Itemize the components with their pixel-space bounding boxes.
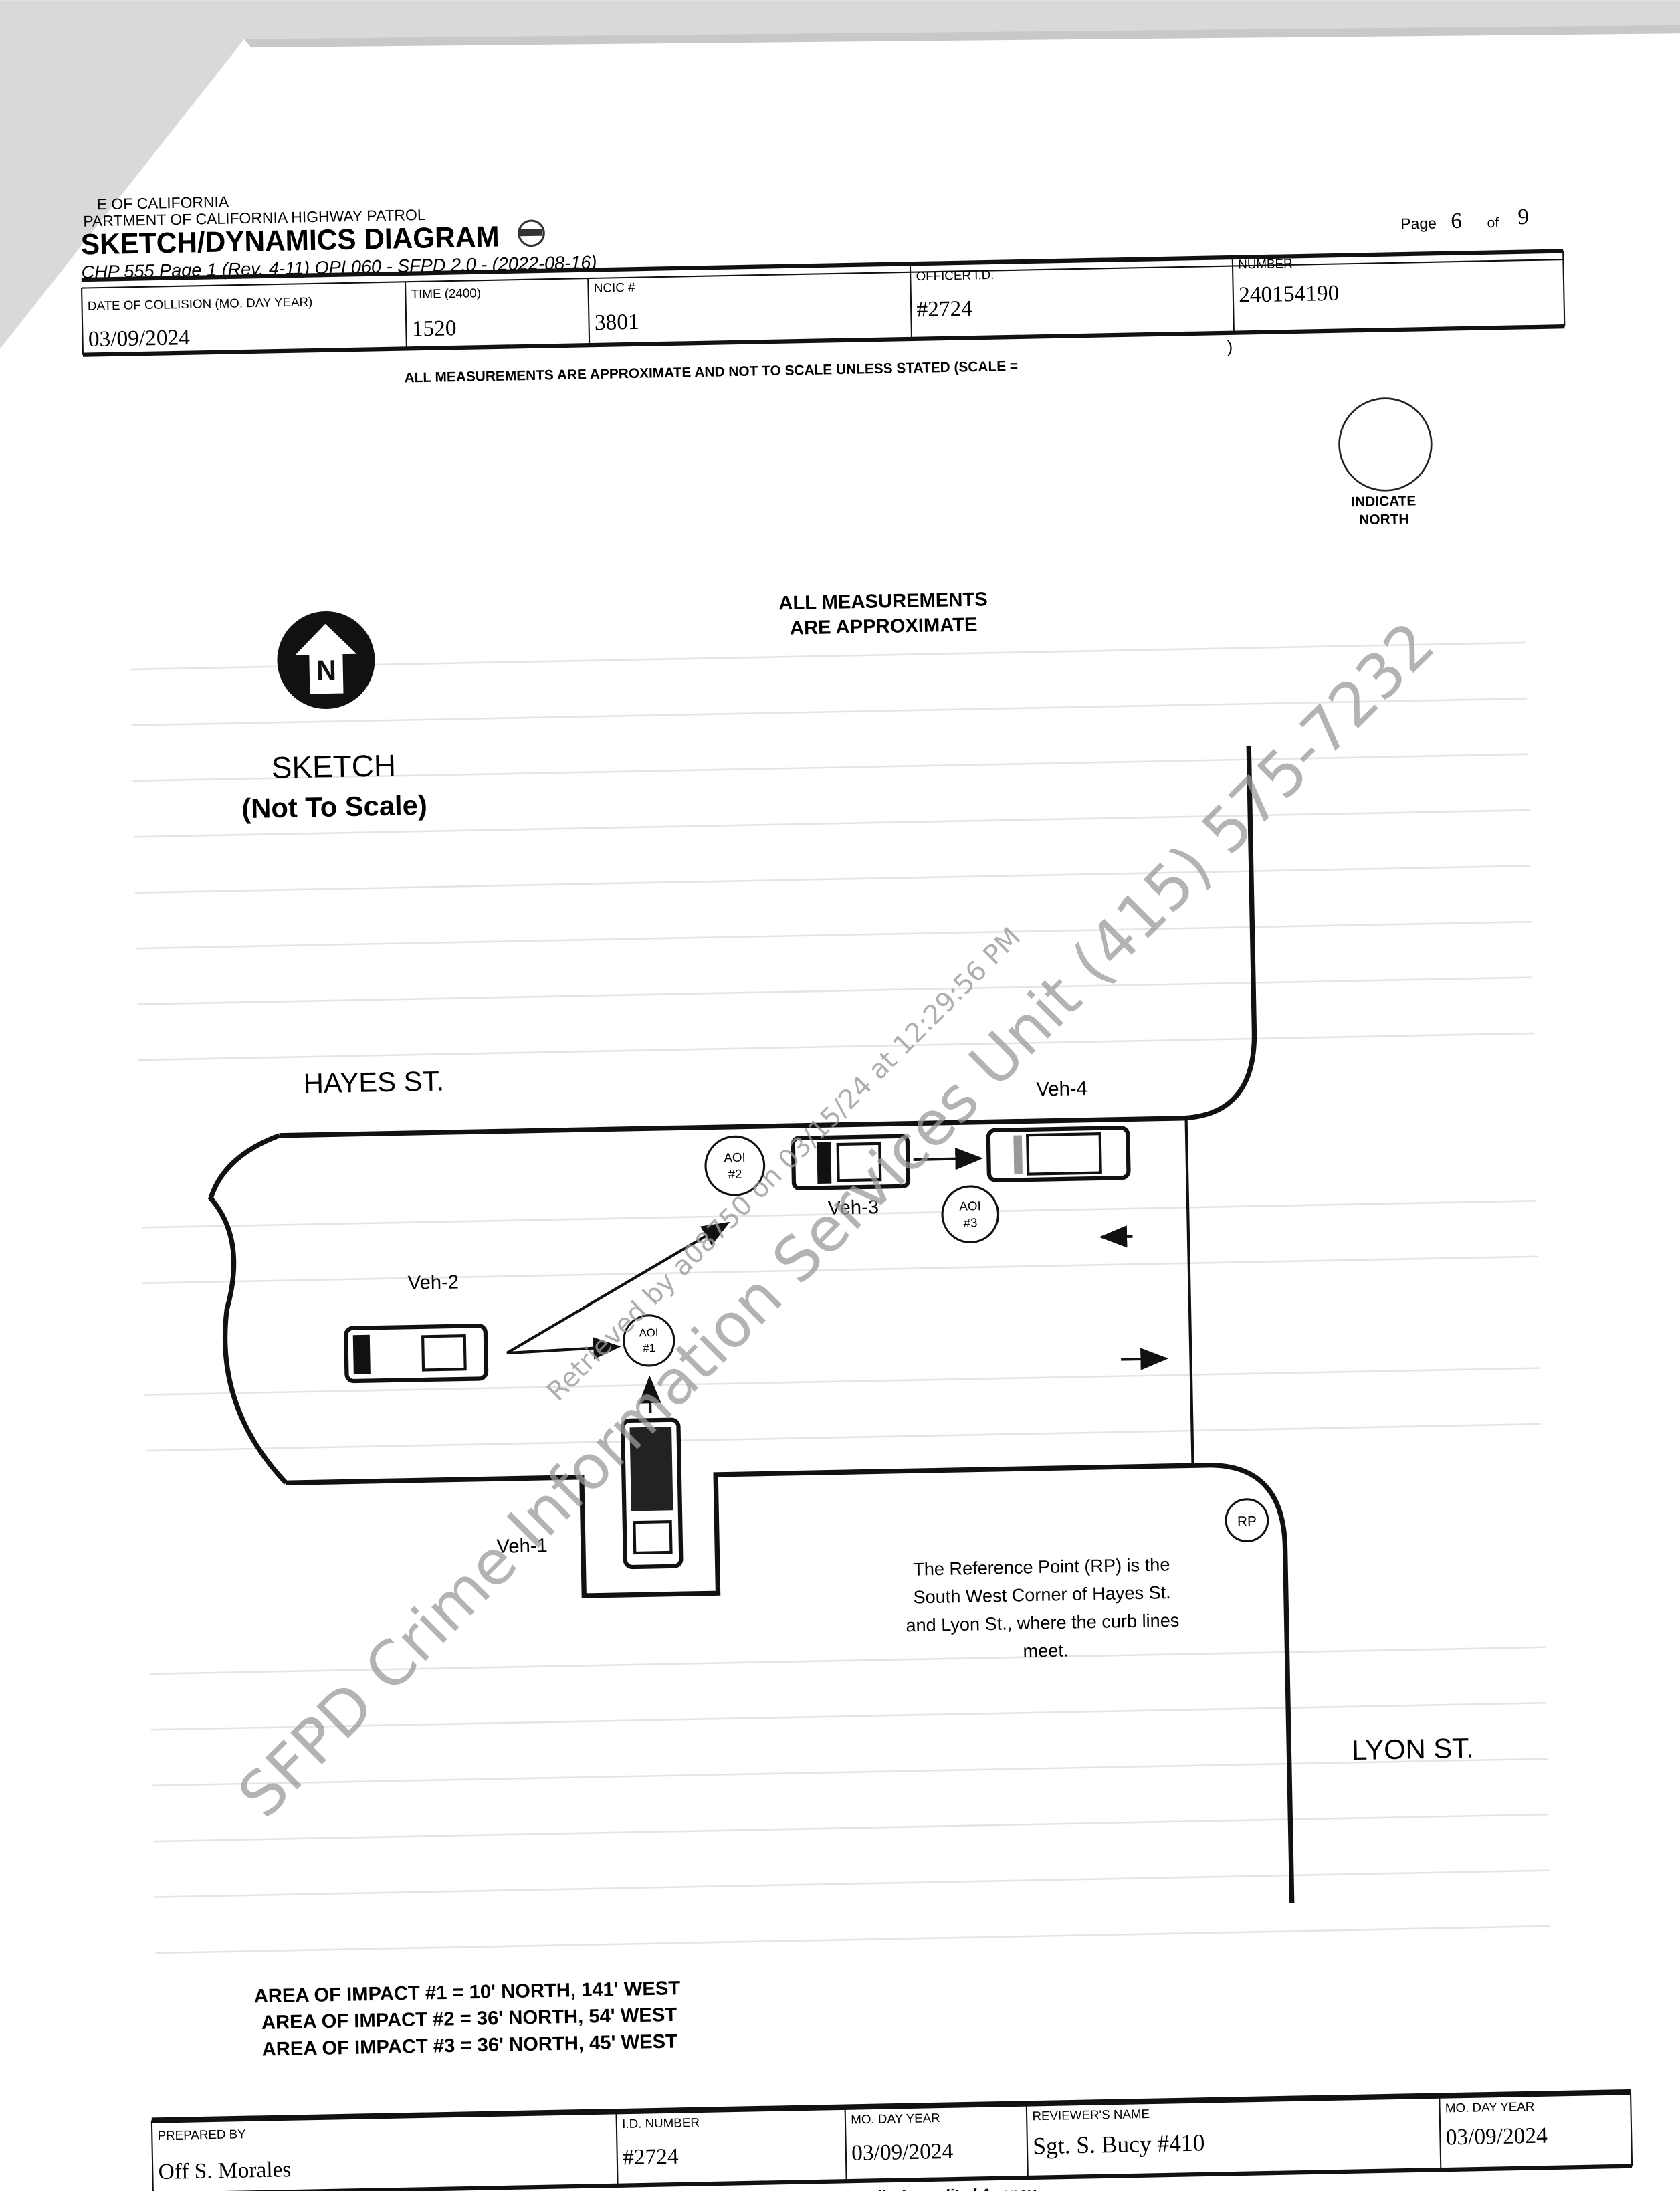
officer-value: #2724 — [916, 296, 972, 322]
svg-text:N: N — [316, 654, 336, 686]
agency-tagline: An Internationally Accredited Agency — [763, 2184, 1037, 2191]
svg-text:#2: #2 — [728, 1167, 742, 1181]
prepared-date-value: 03/09/2024 — [851, 2139, 954, 2166]
page-indicator: Page 6 of 9 — [1400, 205, 1529, 233]
ncic-label: NCIC # — [594, 280, 635, 295]
review-date-label: MO. DAY YEAR — [1445, 2099, 1535, 2115]
indicate-north-circle — [1338, 397, 1433, 492]
vehicle-3-label: Veh-3 — [827, 1196, 879, 1219]
svg-text:of: of — [1487, 215, 1499, 231]
svg-text:AOI: AOI — [724, 1150, 746, 1165]
vehicle-4 — [986, 1126, 1131, 1183]
bleed-through-lines — [130, 641, 1551, 1954]
reviewer-label: REVIEWER'S NAME — [1032, 2107, 1150, 2123]
svg-text:AOI: AOI — [959, 1198, 981, 1213]
svg-text:RP: RP — [1237, 1514, 1257, 1530]
reviewer-value: Sgt. S. Bucy #410 — [1033, 2129, 1205, 2159]
svg-text:Page: Page — [1400, 215, 1437, 233]
form-title: SKETCH/DYNAMICS DIAGRAM — [80, 221, 500, 262]
collision-info-table — [81, 249, 1566, 357]
prepared-by-value: Off S. Morales — [158, 2157, 291, 2184]
vehicle-1 — [620, 1417, 684, 1570]
vehicle-1-label: Veh-1 — [496, 1535, 548, 1557]
chp-seal-icon — [518, 219, 545, 247]
aoi-2-marker: AOI #2 — [704, 1135, 766, 1196]
vehicle-4-label: Veh-4 — [1036, 1078, 1087, 1100]
indicate-north-label: INDICATENORTH — [1351, 493, 1416, 528]
number-label: NUMBER — [1238, 256, 1293, 272]
vehicle-3 — [791, 1134, 911, 1190]
prepared-by-label: PREPARED BY — [157, 2127, 246, 2143]
folded-corner — [0, 0, 1680, 349]
id-number-value: #2724 — [623, 2144, 679, 2170]
street-label-lyon: LYON ST. — [1352, 1732, 1474, 1766]
svg-text:6: 6 — [1451, 209, 1462, 233]
svg-text:9: 9 — [1517, 205, 1529, 229]
travel-arrows — [506, 1147, 1169, 1413]
time-label: TIME (2400) — [411, 286, 482, 301]
svg-text:AOI: AOI — [639, 1326, 659, 1340]
time-value: 1520 — [411, 316, 456, 341]
officer-label: OFFICER I.D. — [916, 268, 994, 283]
aoi-1-marker: AOI #1 — [623, 1314, 675, 1367]
ncic-value: 3801 — [595, 310, 639, 335]
reference-point-marker: RP — [1225, 1498, 1269, 1542]
id-number-label: I.D. NUMBER — [622, 2115, 700, 2131]
street-label-hayes: HAYES ST. — [303, 1065, 444, 1100]
review-table — [150, 2089, 1633, 2191]
prepared-date-label: MO. DAY YEAR — [851, 2111, 940, 2127]
number-value: 240154190 — [1239, 281, 1340, 308]
vehicle-2-label: Veh-2 — [407, 1271, 459, 1293]
svg-text:#1: #1 — [643, 1342, 655, 1354]
date-value: 03/09/2024 — [88, 325, 191, 352]
reference-point-note: The Reference Point (RP) is the South We… — [905, 1554, 1185, 1663]
svg-text:#3: #3 — [963, 1215, 977, 1229]
aoi-3-marker: AOI #3 — [941, 1185, 1000, 1244]
impact-notes: AREA OF IMPACT #1 = 10' NORTH, 141' WEST… — [253, 1978, 687, 2061]
road-outline — [208, 745, 1295, 1903]
north-arrow-icon: N — [277, 611, 375, 710]
review-date-value: 03/09/2024 — [1445, 2123, 1548, 2150]
sketch-subtitle: (Not To Scale) — [241, 789, 427, 824]
scale-close: ) — [1227, 338, 1233, 356]
agency-line-1: E OF CALIFORNIA — [96, 193, 229, 213]
vehicle-2 — [344, 1324, 489, 1384]
sketch-title: SKETCH — [271, 748, 396, 785]
approx-note: ALL MEASUREMENTSARE APPROXIMATE — [778, 589, 988, 639]
